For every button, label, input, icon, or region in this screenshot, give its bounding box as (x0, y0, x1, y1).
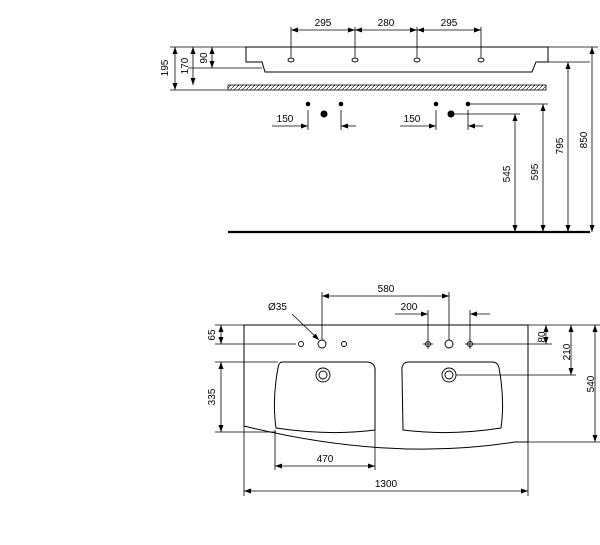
side-view: 295 280 295 195 170 90 150 150 (160, 18, 598, 234)
bowl-right (401, 361, 504, 434)
dim-795: 795 (555, 137, 566, 154)
mounting-shelf (227, 84, 547, 91)
dim-540: 540 (586, 375, 597, 392)
dim-595: 595 (530, 163, 541, 180)
bowl-left (273, 361, 376, 434)
tap-hole-right (444, 339, 454, 349)
dim-top-3: 295 (441, 18, 458, 29)
dim-diameter: Ø35 (268, 302, 287, 313)
dim-left-90: 90 (199, 52, 210, 64)
plan-view: 580 200 Ø35 65 335 80 210 540 470 1300 (207, 284, 600, 496)
dim-left-170: 170 (180, 57, 191, 74)
dim-210: 210 (562, 343, 573, 360)
dim-150-left: 150 (277, 114, 294, 125)
dim-65: 65 (207, 329, 218, 341)
dim-335: 335 (207, 388, 218, 405)
basin-slab (245, 46, 549, 73)
dim-470: 470 (317, 454, 334, 465)
supply-points (305, 101, 471, 130)
dim-545: 545 (502, 165, 513, 182)
dim-1300: 1300 (375, 479, 398, 490)
tap-hole-left (317, 339, 327, 349)
dim-top-1: 295 (315, 18, 332, 29)
dim-150-right: 150 (404, 114, 421, 125)
dim-580: 580 (378, 284, 395, 295)
dim-80: 80 (537, 331, 548, 343)
dim-top-2: 280 (378, 18, 395, 29)
dim-left-195: 195 (160, 59, 171, 76)
dim-200: 200 (401, 302, 418, 313)
faucet-holes (287, 27, 485, 63)
dim-850: 850 (579, 131, 590, 148)
